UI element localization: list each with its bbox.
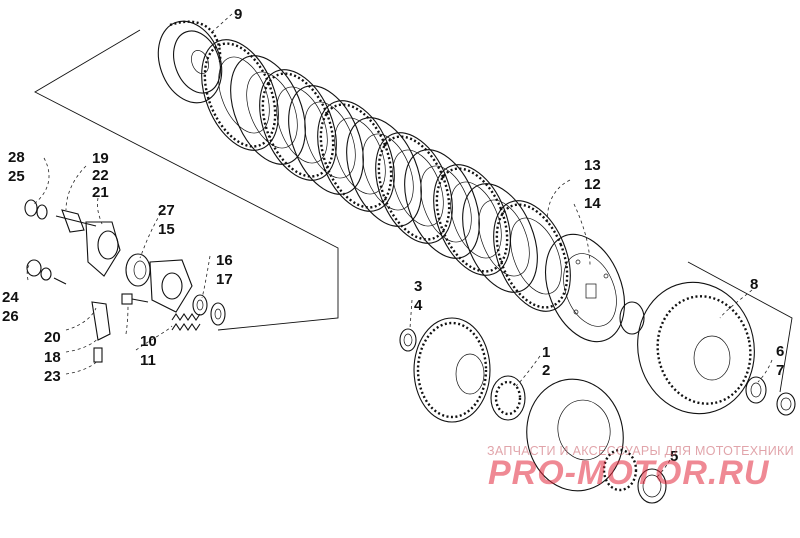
- callout-19: 19: [92, 150, 109, 167]
- part-16-washer: [192, 294, 208, 316]
- callout-11: 11: [140, 352, 156, 369]
- steel-plate: [288, 85, 364, 195]
- part-25-nut: [24, 199, 48, 220]
- part-3-clutch-boss: [413, 317, 491, 423]
- part-7-washer: [776, 392, 796, 416]
- callout-3: 3: [414, 278, 422, 295]
- callout-7: 7: [776, 362, 784, 379]
- callout-26: 26: [2, 308, 19, 325]
- part-10-bolt: [121, 293, 149, 305]
- friction-plate: [317, 100, 395, 212]
- steel-plate: [462, 183, 538, 293]
- callout-18: 18: [44, 349, 61, 366]
- callout-12: 12: [584, 176, 601, 193]
- lifter-plate: [149, 259, 193, 313]
- callout-13: 13: [584, 157, 601, 174]
- part-21-flange-hub: [85, 221, 121, 277]
- callout-25: 25: [8, 168, 25, 185]
- part-2-needle-bearing: [490, 375, 526, 421]
- callout-24: 24: [2, 289, 19, 306]
- callout-9: 9: [234, 6, 242, 23]
- part-17-washer: [210, 302, 226, 326]
- watermark-tagline: ЗАПЧАСТИ И АКСЕССУАРЫ ДЛЯ МОТОТЕХНИКИ: [487, 444, 794, 458]
- watermark-logo: PRO-MOTOR.RU: [488, 454, 770, 492]
- part-5-ring: [637, 468, 667, 504]
- friction-plate: [433, 164, 511, 276]
- steel-plate: [404, 149, 480, 259]
- part-1-primary-gear: [526, 378, 638, 492]
- part-15-bearing: [125, 253, 151, 287]
- part-14-pressure-plate: [545, 233, 625, 343]
- callout-16: 16: [216, 252, 233, 269]
- assembly-frame-right: [687, 261, 793, 393]
- part-6-washer: [745, 376, 767, 404]
- callout-23: 23: [44, 368, 61, 385]
- callout-20: 20: [44, 329, 61, 346]
- steel-plate: [230, 55, 306, 165]
- callout-2: 2: [542, 362, 550, 379]
- part-9-clutch-hub: [157, 20, 223, 104]
- callout-15: 15: [158, 221, 175, 238]
- callout-14: 14: [584, 195, 601, 212]
- part-20-lever: [91, 301, 111, 363]
- callout-8: 8: [750, 276, 758, 293]
- leader-lines: [26, 13, 773, 479]
- callout-21: 21: [92, 184, 109, 201]
- part-8-clutch-housing: [619, 281, 755, 415]
- callout-4: 4: [414, 297, 423, 314]
- part-4-washer: [399, 328, 417, 352]
- clutch-plate-stack: [201, 39, 571, 312]
- part-11-spring: [171, 313, 201, 331]
- callout-28: 28: [8, 149, 25, 166]
- callout-17: 17: [216, 271, 233, 288]
- callout-6: 6: [776, 343, 784, 360]
- friction-plate: [201, 39, 279, 151]
- part-26-nut: [26, 259, 67, 285]
- callout-1: 1: [542, 344, 550, 361]
- assembly-frame-left: [34, 29, 339, 331]
- part-19-release-arm: [55, 209, 97, 233]
- callout-22: 22: [92, 167, 109, 184]
- friction-plate: [375, 132, 453, 244]
- callout-5: 5: [670, 448, 678, 465]
- callout-10: 10: [140, 333, 157, 350]
- friction-plate: [493, 200, 571, 312]
- callout-labels: 9 28 25 19 22 21 27 15 16 17 24 26 20 18…: [2, 6, 784, 465]
- callout-27: 27: [158, 202, 175, 219]
